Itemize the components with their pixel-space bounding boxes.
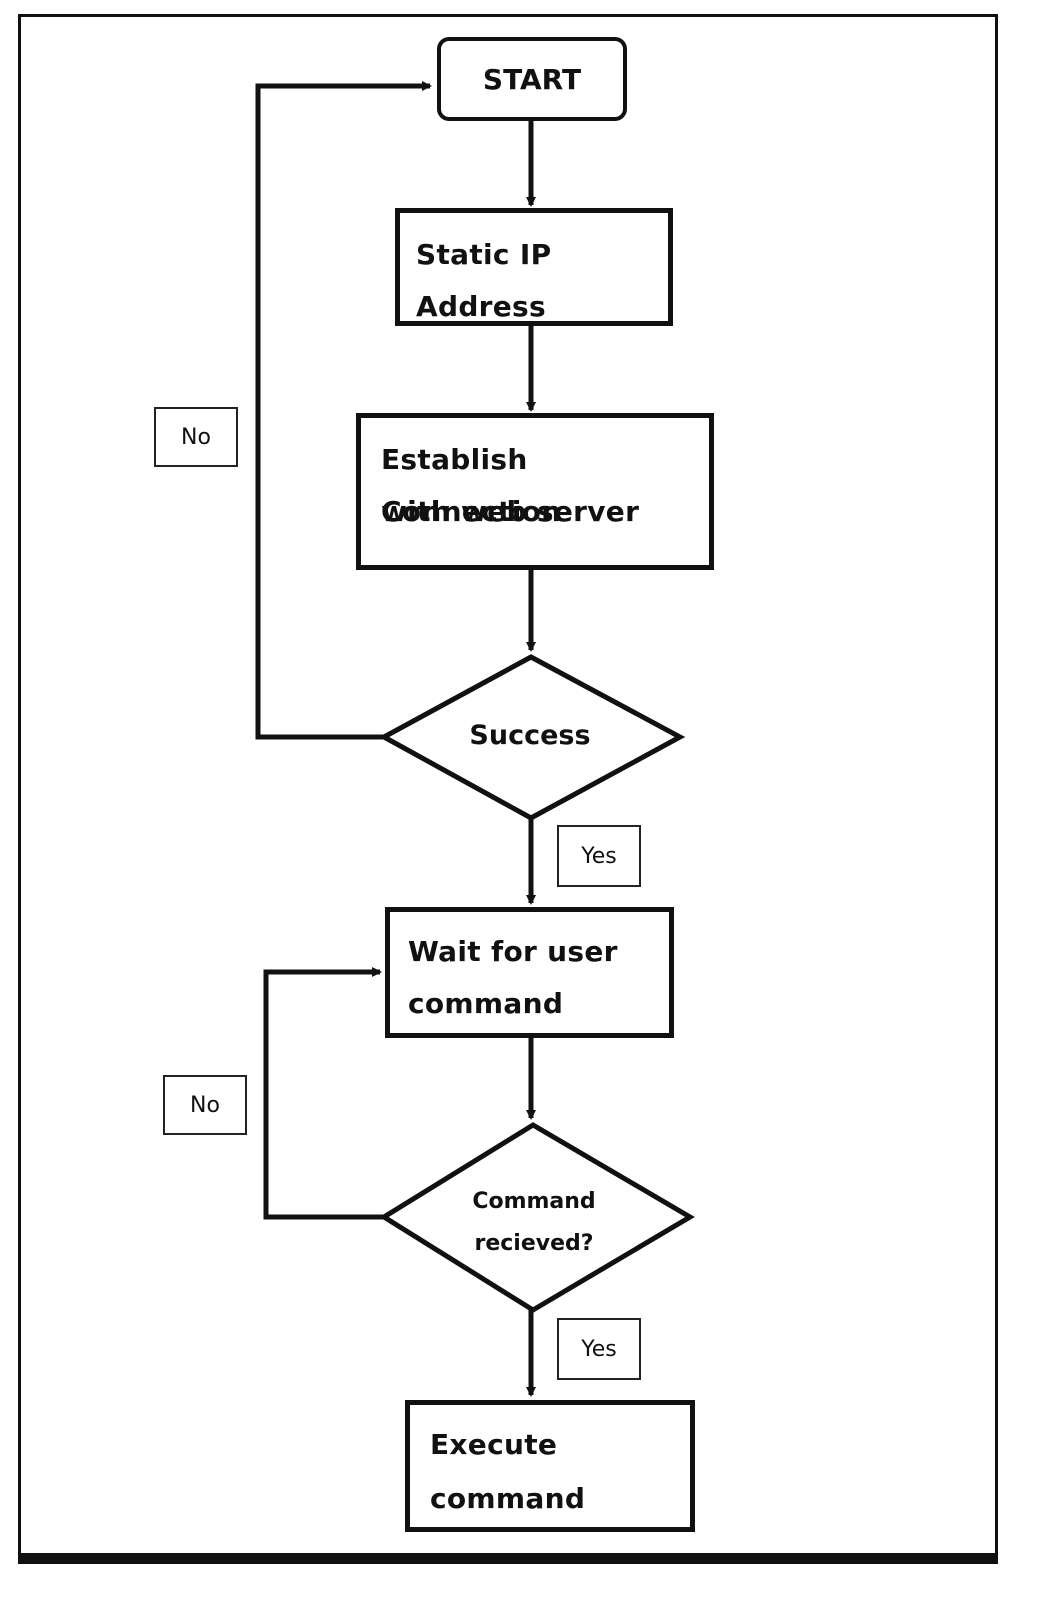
- no-label-command-loop: No: [163, 1075, 247, 1135]
- command-received-label-line-2: recieved?: [474, 1231, 594, 1256]
- no-label-success-loop: No: [154, 407, 238, 467]
- command-received-label-line-1: Command: [472, 1189, 596, 1214]
- success-decision-shape: [378, 654, 686, 821]
- static-ip-label: Static IP Address: [416, 238, 552, 323]
- wait-label-line-1: Wait for user: [408, 935, 618, 968]
- yes-label-success: Yes: [557, 825, 641, 887]
- static-ip-node: Static IP Address: [395, 208, 673, 326]
- diagram-frame: [18, 14, 998, 1556]
- establish-label-line-1: Establish Connection: [381, 443, 562, 528]
- start-node: START: [437, 37, 627, 121]
- wait-for-command-node: Wait for user command: [385, 907, 674, 1038]
- bottom-rule: [18, 1556, 998, 1564]
- start-label: START: [482, 62, 582, 96]
- edge-command-no-loop: [263, 967, 384, 1220]
- execute-label-line-1: Execute: [430, 1428, 558, 1461]
- establish-connection-node: Establish Connection with web server: [356, 413, 714, 570]
- success-label: Success: [469, 720, 591, 751]
- establish-label-line-2: with web server: [381, 495, 640, 528]
- execute-label-line-2: command: [430, 1482, 586, 1515]
- wait-label-line-2: command: [408, 987, 564, 1020]
- execute-command-node: Execute command: [405, 1400, 695, 1532]
- yes-label-command: Yes: [557, 1318, 641, 1380]
- edge-success-no-loop: [255, 81, 432, 740]
- command-received-decision-shape: [379, 1122, 695, 1313]
